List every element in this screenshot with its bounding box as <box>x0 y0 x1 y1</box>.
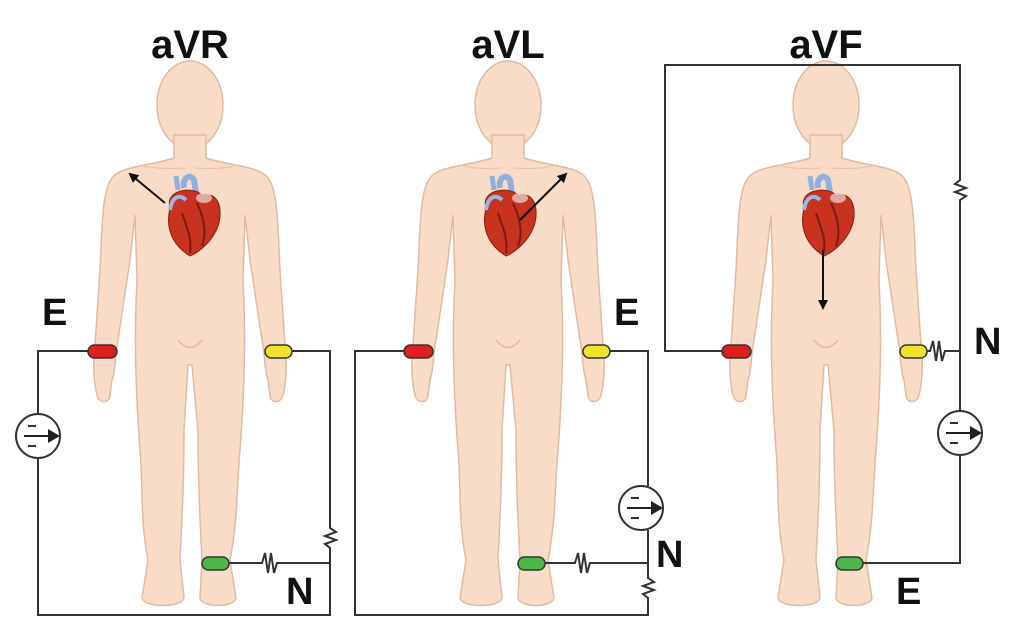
panel-title: aVL <box>471 23 544 67</box>
electrode-left-arm <box>264 344 293 359</box>
vector-arrow <box>519 172 568 221</box>
circuit-wire <box>664 64 969 564</box>
vector-arrow <box>128 172 166 204</box>
human-body <box>93 60 287 607</box>
electrode-left-arm <box>899 344 928 359</box>
human-body <box>729 60 923 607</box>
circuit-wire <box>37 350 339 616</box>
electrode-left-leg <box>201 556 230 571</box>
label-exploring: E <box>42 292 67 334</box>
label-exploring: E <box>896 571 921 613</box>
panel-avr: aVR E N <box>15 23 339 616</box>
human-body <box>411 60 605 607</box>
electrode-left-leg <box>517 556 546 571</box>
galvanometer-icon <box>15 413 61 459</box>
electrode-right-arm <box>721 344 752 359</box>
panel-title: aVF <box>789 23 862 67</box>
label-exploring: E <box>614 292 639 334</box>
label-neutral: N <box>974 321 1001 363</box>
panel-avl: aVL E N <box>354 23 683 616</box>
electrode-left-leg <box>835 556 864 571</box>
circuit-wire <box>354 350 657 616</box>
label-neutral: N <box>286 571 313 613</box>
panel-avf: aVF N E <box>664 23 1001 613</box>
label-neutral: N <box>656 534 683 576</box>
panel-title: aVR <box>151 23 229 67</box>
electrode-left-arm <box>582 344 611 359</box>
galvanometer-icon <box>618 485 664 531</box>
electrode-right-arm <box>403 344 434 359</box>
electrode-right-arm <box>87 344 118 359</box>
galvanometer-icon <box>937 410 983 456</box>
